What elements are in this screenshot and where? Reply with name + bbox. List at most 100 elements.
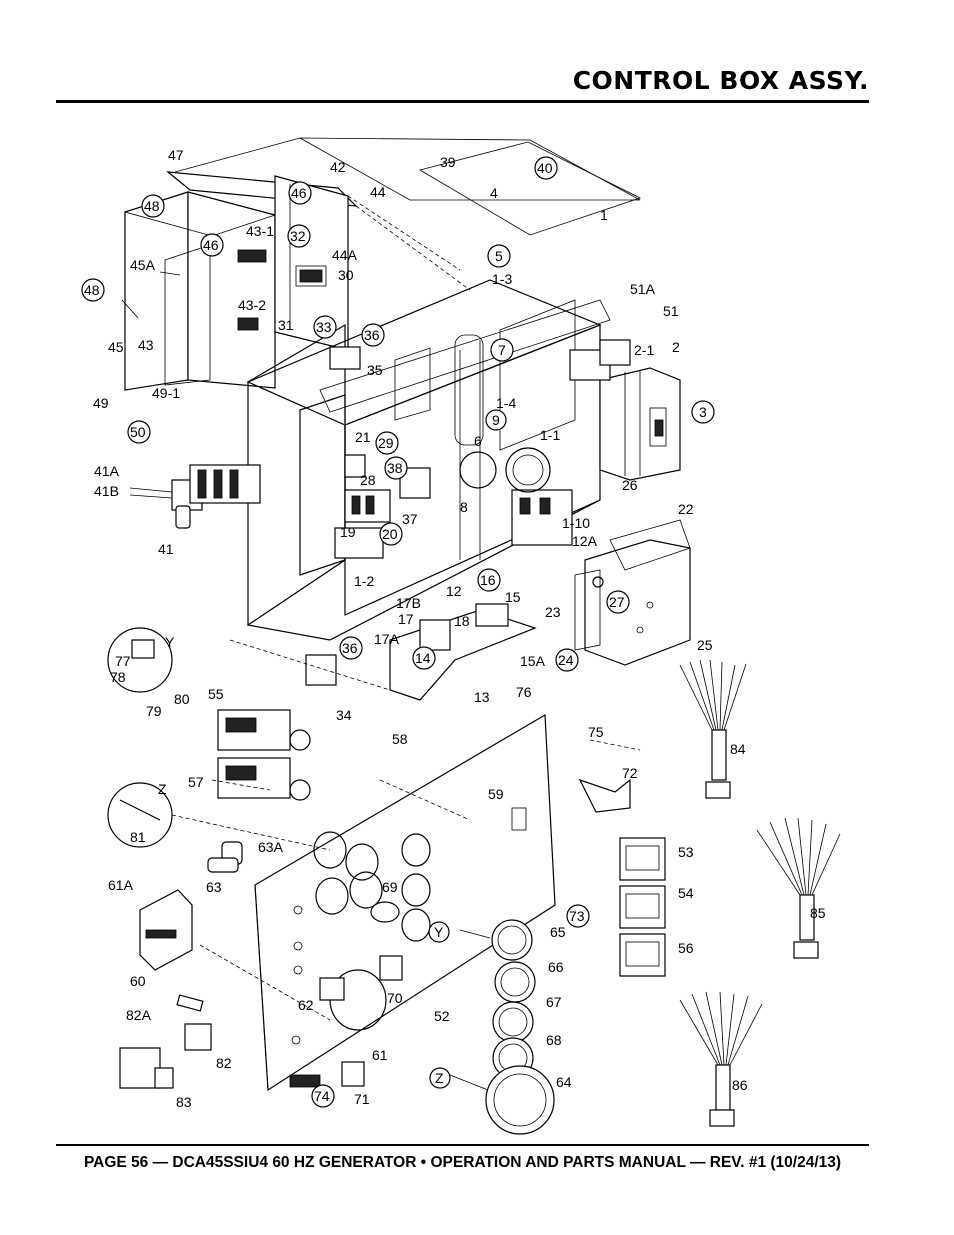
callout-45: 45 (108, 339, 124, 355)
svg-text:84: 84 (730, 741, 746, 757)
svg-text:42: 42 (330, 159, 346, 175)
svg-text:9: 9 (492, 412, 500, 428)
callout-52: 52 (434, 1008, 450, 1024)
svg-text:53: 53 (678, 844, 694, 860)
callout-47: 47 (168, 147, 184, 163)
gauges (485, 919, 555, 1135)
svg-text:46: 46 (291, 185, 307, 201)
svg-text:21: 21 (355, 429, 371, 445)
svg-text:7: 7 (498, 342, 506, 358)
callout-81: 81 (130, 829, 146, 845)
svg-text:80: 80 (174, 691, 190, 707)
svg-text:1-2: 1-2 (354, 573, 374, 589)
callout-75: 75 (588, 724, 604, 740)
svg-text:36: 36 (342, 640, 358, 656)
callout-64: 64 (556, 1074, 572, 1090)
wire-harnesses (679, 659, 841, 1127)
callout-2-1: 2-1 (634, 342, 654, 358)
svg-text:2: 2 (672, 339, 680, 355)
svg-text:83: 83 (176, 1094, 192, 1110)
callout-8: 8 (460, 499, 468, 515)
svg-text:1-10: 1-10 (562, 515, 590, 531)
callout-25: 25 (697, 637, 713, 653)
svg-text:8: 8 (460, 499, 468, 515)
callout-6: 6 (474, 433, 482, 449)
callout-40: 40 (534, 156, 558, 180)
callout-12: 12 (446, 583, 462, 599)
svg-text:41: 41 (158, 541, 174, 557)
svg-text:1-4: 1-4 (496, 395, 516, 411)
callout-84: 84 (730, 741, 746, 757)
callout-69: 69 (382, 879, 398, 895)
callout-78: 78 (110, 669, 126, 685)
callout-1-1: 1-1 (540, 427, 560, 443)
svg-text:68: 68 (546, 1032, 562, 1048)
svg-text:Z: Z (435, 1070, 444, 1086)
callout-46: 46 (200, 233, 224, 257)
callout-61: 61 (372, 1047, 388, 1063)
svg-text:82A: 82A (126, 1007, 152, 1023)
callout-2: 2 (672, 339, 680, 355)
callout-42: 42 (330, 159, 346, 175)
svg-text:57: 57 (188, 774, 204, 790)
callout-53: 53 (678, 844, 694, 860)
callout-85: 85 (810, 905, 826, 921)
callout-59: 59 (488, 786, 504, 802)
svg-text:85: 85 (810, 905, 826, 921)
callout-49: 49 (93, 395, 109, 411)
toggle-switches (319, 901, 403, 1087)
svg-text:45: 45 (108, 339, 124, 355)
svg-text:62: 62 (298, 997, 314, 1013)
svg-text:17A: 17A (374, 631, 400, 647)
callout-73: 73 (566, 904, 590, 928)
callout-82: 82 (216, 1055, 232, 1071)
callout-18: 18 (454, 613, 470, 629)
svg-text:40: 40 (537, 160, 553, 176)
callout-43-1: 43-1 (246, 223, 274, 239)
svg-text:61: 61 (372, 1047, 388, 1063)
svg-text:43-1: 43-1 (246, 223, 274, 239)
callout-36: 36 (361, 323, 385, 347)
svg-text:45A: 45A (130, 257, 156, 273)
callout-1-10: 1-10 (562, 515, 590, 531)
callout-61a: 61A (108, 877, 134, 893)
callout-12a: 12A (572, 533, 598, 549)
svg-text:19: 19 (340, 524, 356, 540)
svg-text:79: 79 (146, 703, 162, 719)
svg-text:34: 34 (336, 707, 352, 723)
callout-1-3: 1-3 (492, 271, 512, 287)
svg-text:5: 5 (495, 248, 503, 264)
callout-1: 1 (600, 207, 608, 223)
svg-text:30: 30 (338, 267, 354, 283)
callout-30: 30 (338, 267, 354, 283)
callout-15a: 15A (520, 653, 546, 669)
callout-15: 15 (505, 589, 521, 605)
svg-text:49: 49 (93, 395, 109, 411)
svg-text:69: 69 (382, 879, 398, 895)
leader-lines (121, 195, 641, 1091)
callout-55: 55 (208, 686, 224, 702)
callout-31: 31 (278, 317, 294, 333)
callout-32: 32 (287, 224, 311, 248)
svg-text:Z: Z (158, 781, 167, 797)
svg-text:1-1: 1-1 (540, 427, 560, 443)
svg-text:43-2: 43-2 (238, 297, 266, 313)
svg-text:65: 65 (550, 924, 566, 940)
callout-16: 16 (477, 568, 501, 592)
callout-83: 83 (176, 1094, 192, 1110)
svg-text:86: 86 (732, 1077, 748, 1093)
callout-14: 14 (412, 646, 436, 670)
callout-48: 48 (141, 194, 165, 218)
svg-text:1: 1 (600, 207, 608, 223)
transformer-box (574, 519, 691, 666)
callout-7: 7 (490, 338, 514, 362)
svg-text:77: 77 (115, 653, 131, 669)
callout-37: 37 (402, 511, 418, 527)
svg-text:72: 72 (622, 765, 638, 781)
svg-text:20: 20 (382, 526, 398, 542)
callout-20: 20 (379, 522, 403, 546)
svg-text:31: 31 (278, 317, 294, 333)
callout-46: 46 (288, 181, 312, 205)
callout-58: 58 (392, 731, 408, 747)
